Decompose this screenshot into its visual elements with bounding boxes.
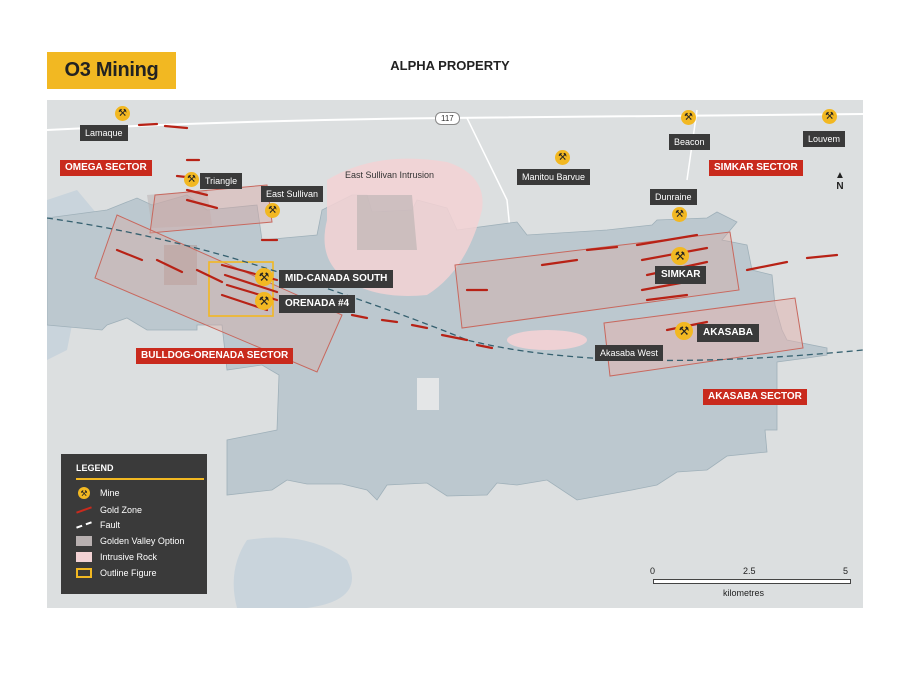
highway-117-shield: 117	[435, 112, 460, 125]
map-graphics	[47, 109, 863, 608]
mine-icon: ⚒	[76, 487, 92, 499]
mine-icon[interactable]: ⚒	[671, 247, 689, 265]
legend-title: LEGEND	[76, 463, 114, 473]
mine-icon[interactable]: ⚒	[672, 207, 687, 222]
map-legend: LEGEND ⚒ Mine Gold Zone Fault Golden Val…	[61, 454, 207, 594]
mine-icon[interactable]: ⚒	[265, 203, 280, 218]
lake-south	[233, 537, 352, 608]
fault-line	[47, 217, 863, 362]
mine-label-lamaque: Lamaque	[80, 125, 128, 141]
map-area[interactable]: 117 ▲N East Sullivan Intrusion ⚒ Lamaque…	[47, 100, 863, 608]
legend-row-mine: ⚒ Mine	[76, 487, 120, 499]
mine-label-triangle: Triangle	[200, 173, 243, 189]
mine-icon[interactable]: ⚒	[255, 268, 273, 286]
outline-figure-box	[208, 261, 274, 317]
north-label: N	[836, 181, 844, 192]
outline-figure-swatch-icon	[76, 568, 92, 578]
mine-icon[interactable]: ⚒	[115, 106, 130, 121]
east-sullivan-intrusion-label: East Sullivan Intrusion	[345, 170, 435, 180]
legend-label-gold-zone: Gold Zone	[100, 505, 143, 515]
legend-label-mine: Mine	[100, 488, 120, 498]
mine-label-east-sullivan: East Sullivan	[261, 186, 324, 202]
mine-label-dunraine: Dunraine	[650, 189, 697, 205]
mine-label-akasaba-west: Akasaba West	[595, 345, 663, 361]
legend-underline	[76, 478, 204, 480]
scale-unit: kilometres	[723, 588, 765, 598]
legend-row-intrusive-rock: Intrusive Rock	[76, 552, 157, 562]
golden-valley-swatch-icon	[76, 536, 92, 546]
legend-row-gold-zone: Gold Zone	[76, 505, 142, 515]
scale-tick-0: 0	[650, 566, 656, 576]
mine-icon[interactable]: ⚒	[681, 110, 696, 125]
scale-tick-2-5: 2.5	[743, 566, 756, 576]
north-arrow-icon: ▲N	[835, 170, 845, 192]
o3-mining-logo: O3 Mining	[47, 52, 176, 89]
mine-label-mid-canada-south: MID-CANADA SOUTH	[279, 270, 394, 288]
legend-row-outline-figure: Outline Figure	[76, 568, 157, 578]
gold-zone-line-icon	[76, 505, 92, 515]
mine-icon[interactable]: ⚒	[675, 322, 693, 340]
sector-label-omega: OMEGA SECTOR	[60, 160, 152, 176]
mine-label-orenada-4: ORENADA #4	[279, 295, 356, 313]
mine-label-manitou-barvue: Manitou Barvue	[517, 169, 591, 185]
mine-icon[interactable]: ⚒	[555, 150, 570, 165]
sector-label-akasaba: AKASABA SECTOR	[703, 389, 807, 405]
legend-label-intrusive-rock: Intrusive Rock	[100, 552, 158, 562]
intrusive-rock-swatch-icon	[76, 552, 92, 562]
scale-tick-5: 5	[843, 566, 849, 576]
mine-icon[interactable]: ⚒	[184, 172, 199, 187]
map-title: ALPHA PROPERTY	[390, 58, 510, 73]
mine-label-simkar: SIMKAR	[655, 266, 707, 284]
legend-label-fault: Fault	[100, 520, 121, 530]
sector-label-bulldog-orenada: BULLDOG-ORENADA SECTOR	[136, 348, 294, 364]
legend-label-outline-figure: Outline Figure	[100, 568, 157, 578]
mine-label-beacon: Beacon	[669, 134, 710, 150]
legend-row-fault: Fault	[76, 520, 120, 530]
fault-line-icon	[76, 520, 92, 530]
mine-label-akasaba: AKASABA	[697, 324, 759, 342]
mine-icon[interactable]: ⚒	[822, 109, 837, 124]
mine-icon[interactable]: ⚒	[255, 292, 273, 310]
sector-label-simkar: SIMKAR SECTOR	[709, 160, 803, 176]
mine-label-louvem: Louvem	[803, 131, 846, 147]
legend-row-golden-valley: Golden Valley Option	[76, 536, 184, 546]
legend-label-golden-valley: Golden Valley Option	[100, 536, 185, 546]
scale-bar-line	[653, 579, 851, 584]
